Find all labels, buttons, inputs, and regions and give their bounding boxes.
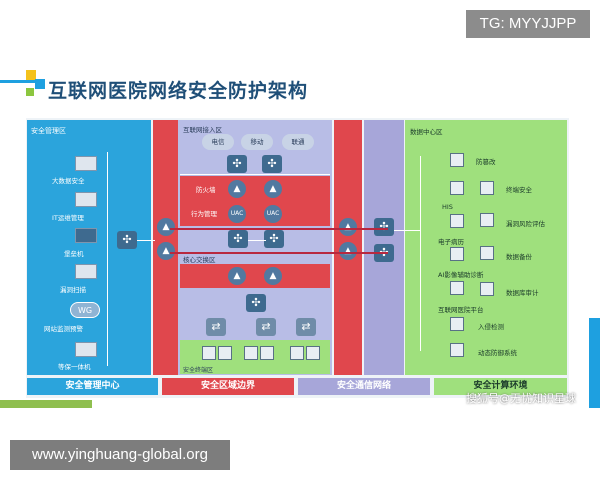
left-item-label: 网站监测预警 (44, 325, 83, 333)
internet-access-title: 互联网接入区 (183, 126, 222, 134)
right-link (394, 230, 420, 231)
monitor-icon (260, 346, 274, 360)
server-icon (450, 317, 464, 331)
left-item-label: 漏洞扫描 (60, 286, 86, 294)
cloud-telecom-icon: 电信 (202, 134, 234, 150)
data-center-item: 数据库审计 (506, 289, 539, 297)
sohu-watermark: 搜狐号@无忧知识星球 (466, 392, 576, 405)
cloud-mobile-icon: 移动 (241, 134, 273, 150)
data-center-item: 电子病历 (438, 238, 464, 246)
legend-bar-management: 安全管理中心 (27, 378, 158, 395)
firewall-icon: ▲ (228, 180, 246, 198)
access-switch-icon: ⇄ (256, 318, 276, 336)
firewall-area (180, 176, 330, 226)
firewall-label: 防火墙 (196, 186, 216, 194)
right-boundary-firewall-icon: ▲ (339, 218, 357, 236)
data-center-item: HIS (442, 203, 453, 211)
server-icon (480, 282, 494, 296)
data-center-item: 数据备份 (506, 253, 532, 261)
terminal-area-label: 安全终端区 (183, 367, 214, 374)
uac-icon: UAC (264, 205, 282, 223)
site-watermark: www.yinghuang-global.org (10, 440, 230, 470)
behavior-management-label: 行为管理 (191, 210, 217, 218)
internet-router-icon: ✣ (227, 155, 247, 173)
server-icon (450, 247, 464, 261)
data-center-item: 终端安全 (506, 186, 532, 194)
server-icon (244, 346, 258, 360)
legend-bar-boundary: 安全区域边界 (162, 378, 294, 395)
right-zone-bus (420, 156, 421, 351)
backbone-link (170, 252, 388, 254)
bastion-host-icon (75, 228, 97, 243)
title-decoration-blue (35, 79, 45, 89)
right-boundary-firewall-icon: ▲ (339, 242, 357, 260)
access-switch-icon: ✣ (246, 294, 266, 312)
monitor-icon (306, 346, 320, 360)
data-center-item: 防篡改 (476, 158, 496, 166)
chart-monitor-icon (450, 343, 464, 357)
server-icon (450, 181, 464, 195)
chart-monitor-icon (75, 156, 97, 171)
left-item-label: IT运维管理 (52, 214, 84, 222)
internet-router-icon: ✣ (262, 155, 282, 173)
access-switch-icon: ⇄ (206, 318, 226, 336)
core-switch-icon: ✣ (264, 230, 284, 248)
wg-badge-icon: WG (70, 302, 100, 318)
core-switch-icon: ✣ (228, 230, 248, 248)
page-title: 互联网医院网络安全防护架构 (48, 80, 309, 102)
center-link (248, 240, 266, 241)
security-inner-boundary (180, 264, 330, 288)
inner-firewall-icon: ▲ (264, 267, 282, 285)
legend-bar-computing: 安全计算环境 (434, 378, 567, 395)
right-zone-title: 数据中心区 (410, 128, 443, 136)
cloud-unicom-icon: 联通 (282, 134, 314, 150)
uac-icon: UAC (228, 205, 246, 223)
inner-firewall-icon: ▲ (228, 267, 246, 285)
title-decoration-yellow (26, 70, 36, 80)
legend-bar-network: 安全通信网络 (298, 378, 430, 395)
left-switch-icon: ✣ (117, 231, 137, 249)
title-decoration-line (0, 80, 36, 83)
core-switch-area (180, 227, 330, 263)
server-icon (290, 346, 304, 360)
bottom-accent-line (0, 400, 92, 408)
right-accent-line (589, 318, 600, 408)
core-switch-label: 核心交换区 (183, 256, 216, 264)
left-item-label: 大数据安全 (52, 177, 85, 185)
monitor-icon (218, 346, 232, 360)
left-boundary-firewall-icon: ▲ (157, 218, 175, 236)
server-icon (480, 181, 494, 195)
left-zone-bus (107, 152, 108, 366)
server-icon (202, 346, 216, 360)
left-boundary-firewall-icon: ▲ (157, 242, 175, 260)
data-center-item: AI影像辅助诊断 (438, 271, 484, 279)
compliance-box-icon (75, 342, 97, 357)
left-to-boundary-link (137, 240, 155, 241)
left-item-label: 堡垒机 (64, 250, 84, 258)
server-icon (480, 246, 494, 260)
title-decoration-green (26, 88, 34, 96)
server-icon (450, 281, 464, 295)
data-center-item: 互联网医院平台 (438, 306, 484, 314)
server-icon (450, 153, 464, 167)
server-icon (480, 213, 494, 227)
comm-switch-icon: ✣ (374, 218, 394, 236)
data-center-item: 动态防御系统 (478, 349, 517, 357)
scan-icon (75, 264, 97, 279)
data-center-item: 入侵检测 (478, 323, 504, 331)
left-zone-title: 安全管理区 (31, 127, 66, 135)
server-icon (450, 214, 464, 228)
server-rack-icon (75, 192, 97, 207)
backbone-link (170, 228, 388, 230)
firewall-icon: ▲ (264, 180, 282, 198)
data-center-item: 漏洞风险评估 (506, 220, 545, 228)
access-switch-icon: ⇄ (296, 318, 316, 336)
tg-watermark-label: TG: MYYJJPP (466, 10, 590, 38)
left-item-label: 等保一体机 (58, 363, 91, 371)
